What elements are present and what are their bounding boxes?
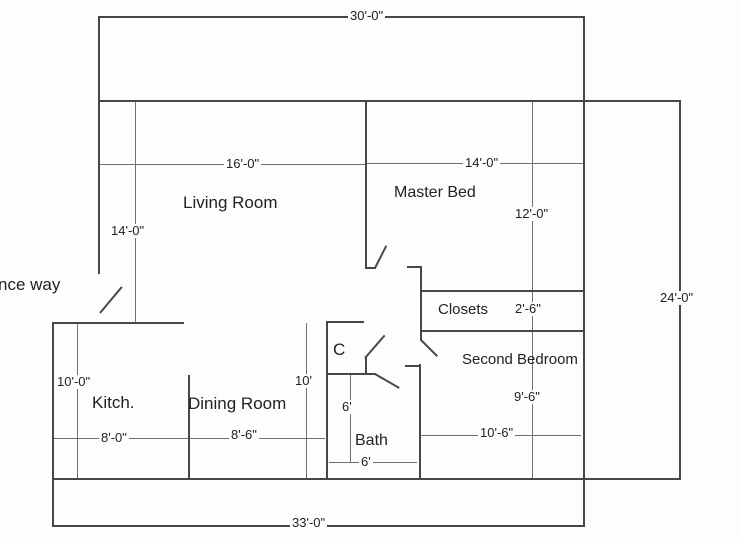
dim-bath-height: 6': [340, 399, 354, 415]
wall-east-outer: [679, 100, 681, 478]
dim-right-height: 24'-0": [658, 290, 696, 306]
wall-bath-right-tick: [405, 365, 420, 367]
dim-top-width: 30'-0": [348, 8, 386, 24]
wall-master-door-foot: [365, 267, 376, 269]
dim-closet-depth: 2'-6": [513, 301, 543, 317]
wall-bath-stub: [365, 357, 367, 374]
dimline-kitchen-height: [77, 323, 78, 478]
wall-living-master: [365, 100, 367, 268]
dim-kitchen-height: 10'-0": [55, 374, 93, 390]
label-dining-room: Dining Room: [188, 394, 287, 413]
wall-hall-jog: [407, 266, 422, 268]
label-bath: Bath: [355, 432, 388, 449]
door-master-bed: [374, 245, 388, 269]
dimline-bath-height: [350, 374, 351, 462]
door-second-bedroom: [420, 339, 438, 357]
label-kitchen: Kitch.: [92, 393, 135, 412]
wall-dining-bath: [326, 321, 328, 478]
door-hall: [364, 334, 386, 359]
dimline-bath-width: [329, 462, 417, 463]
label-entrance-way: nce way: [0, 275, 61, 294]
wall-south-inner: [52, 478, 681, 480]
dimline-dining-height: [306, 323, 307, 478]
wall-closet-bottom: [421, 330, 583, 332]
dim-dining-height: 10': [293, 373, 314, 389]
dim-master-height: 12'-0": [513, 206, 551, 222]
dim-master-width: 14'-0": [463, 155, 501, 171]
dim-living-width: 16'-0": [224, 156, 262, 172]
dimline-living-height: [135, 100, 136, 323]
wall-east-mid: [583, 16, 585, 527]
wall-bath-right: [419, 364, 421, 478]
dimline-master-secondbed-height: [532, 100, 533, 478]
wall-closet-top: [421, 290, 583, 292]
dim-living-height: 14'-0": [109, 223, 147, 239]
dim-kitchen-width: 8'-0": [99, 430, 129, 446]
dim-dining-width: 8'-6": [229, 427, 259, 443]
wall-west-upper: [98, 16, 100, 274]
door-entrance: [99, 286, 123, 314]
wall-top-north: [98, 16, 585, 18]
wall-kitchen-dining: [188, 375, 190, 478]
label-living-room: Living Room: [183, 193, 278, 212]
wall-c-closet-top: [327, 321, 364, 323]
wall-c-closet-bottom: [327, 373, 376, 375]
wall-main-top: [98, 100, 681, 102]
label-closet-c: C: [333, 340, 346, 359]
dim-bottom-width: 33'-0": [290, 515, 328, 531]
label-closets: Closets: [438, 301, 489, 318]
door-bath: [374, 373, 400, 389]
label-master-bed: Master Bed: [394, 184, 476, 201]
dim-bath-width: 6': [359, 454, 373, 470]
dim-secondbed-width: 10'-6": [478, 425, 516, 441]
dim-secondbed-height: 9'-6": [512, 389, 542, 405]
wall-hall: [420, 266, 422, 341]
wall-west-lower: [52, 323, 54, 527]
wall-kitchen-top: [52, 322, 184, 324]
label-second-bedroom: Second Bedroom: [462, 351, 578, 368]
